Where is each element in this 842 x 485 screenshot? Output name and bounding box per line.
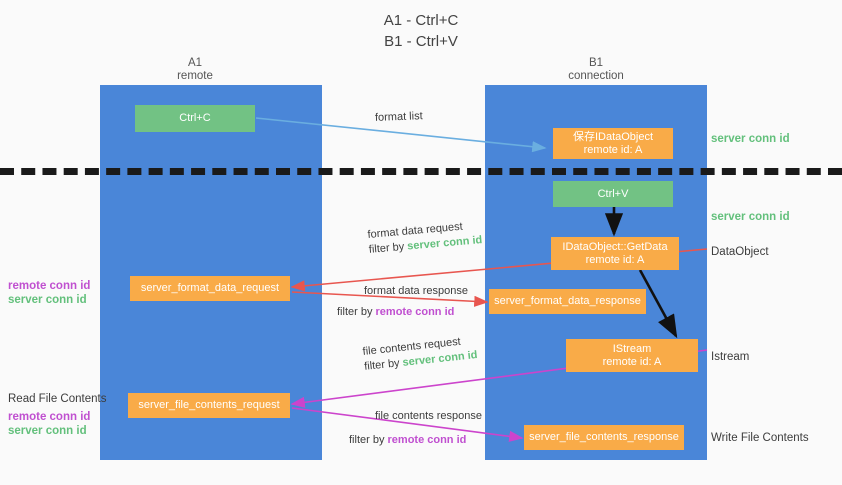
title-line-2: B1 - Ctrl+V [384, 33, 458, 50]
right-label-dataobject: DataObject [711, 246, 769, 258]
box-ctrl-v[interactable]: Ctrl+V [553, 181, 673, 207]
edge-format-data-response [291, 291, 489, 307]
lane-a1-name: A1 [187, 57, 203, 69]
filter-value-remote-conn-id: remote conn id [387, 434, 467, 446]
box-server-file-contents-request-label: server_file_contents_request [138, 399, 280, 411]
left-label-server-conn-id-1: server conn id [8, 294, 87, 306]
box-server-file-contents-response[interactable]: server_file_contents_response [524, 425, 684, 450]
lane-b1-sub: connection [568, 70, 624, 82]
box-server-format-data-response[interactable]: server_format_data_response [489, 289, 646, 314]
lane-header-a1: A1 remote [95, 57, 295, 83]
edge-file-contents-response [291, 407, 524, 442]
left-label-remote-conn-id-1: remote conn id [8, 280, 91, 292]
filter-prefix: filter by [363, 356, 404, 373]
left-label-group-2: remote conn id server conn id [8, 410, 90, 438]
left-label-group-1: remote conn id server conn id [8, 279, 90, 307]
box-idataobject-create-label: 保存IDataObject [572, 130, 654, 143]
box-server-file-contents-response-label: server_file_contents_response [529, 431, 679, 443]
box-server-format-data-request[interactable]: server_format_data_request [130, 276, 290, 301]
title-line-1: A1 - Ctrl+C [383, 12, 459, 29]
right-label-server-conn-id-1: server conn id [711, 133, 790, 145]
box-istream-label: IStream [612, 342, 652, 355]
box-ctrl-c-label: Ctrl+C [179, 112, 211, 124]
edge-label-format-data-response-filter: filter by remote conn id [337, 305, 454, 320]
separator-dashed-line [0, 168, 842, 175]
box-server-format-data-request-label: server_format_data_request [140, 282, 280, 294]
box-istream-sub: remote id: A [602, 355, 662, 368]
box-ctrl-c[interactable]: Ctrl+C [135, 105, 255, 132]
box-server-format-data-response-label: server_format_data_response [494, 295, 641, 307]
lane-a1-sub: remote [177, 70, 213, 82]
box-idataobject-getdata-label: IDataObject::GetData [562, 240, 668, 253]
page-title: A1 - Ctrl+C B1 - Ctrl+V [0, 10, 842, 52]
box-istream[interactable]: IStream remote id: A [566, 339, 698, 372]
filter-value-remote-conn-id: remote conn id [375, 306, 455, 318]
left-label-remote-conn-id-2: remote conn id [8, 411, 91, 423]
edge-format-list [255, 117, 547, 153]
right-label-write-file-contents: Write File Contents [711, 432, 809, 444]
box-server-file-contents-request[interactable]: server_file_contents_request [128, 393, 290, 418]
left-label-server-conn-id-2: server conn id [8, 425, 87, 437]
lane-header-b1: B1 connection [496, 57, 696, 83]
filter-prefix: filter by [368, 240, 408, 256]
edge-label-format-data-response: format data response [364, 285, 468, 297]
edge-label-format-list: format list [374, 110, 423, 124]
filter-prefix: filter by [349, 434, 388, 446]
edge-label-file-contents-response: file contents response [375, 410, 483, 422]
right-label-istream: Istream [711, 351, 750, 363]
box-idataobject-create-sub: remote id: A [583, 143, 643, 156]
left-label-read-file-contents: Read File Contents [8, 393, 107, 405]
edge-label-file-contents-response-filter: filter by remote conn id [349, 433, 466, 448]
box-idataobject-getdata-sub: remote id: A [585, 253, 645, 266]
right-label-server-conn-id-2: server conn id [711, 211, 790, 223]
box-idataobject-create[interactable]: 保存IDataObject remote id: A [553, 128, 673, 159]
edge-getdata-to-istream [638, 269, 678, 339]
lane-b1-name: B1 [588, 57, 604, 69]
box-idataobject-getdata[interactable]: IDataObject::GetData remote id: A [551, 237, 679, 270]
box-ctrl-v-label: Ctrl+V [597, 187, 629, 200]
filter-prefix: filter by [337, 306, 376, 318]
